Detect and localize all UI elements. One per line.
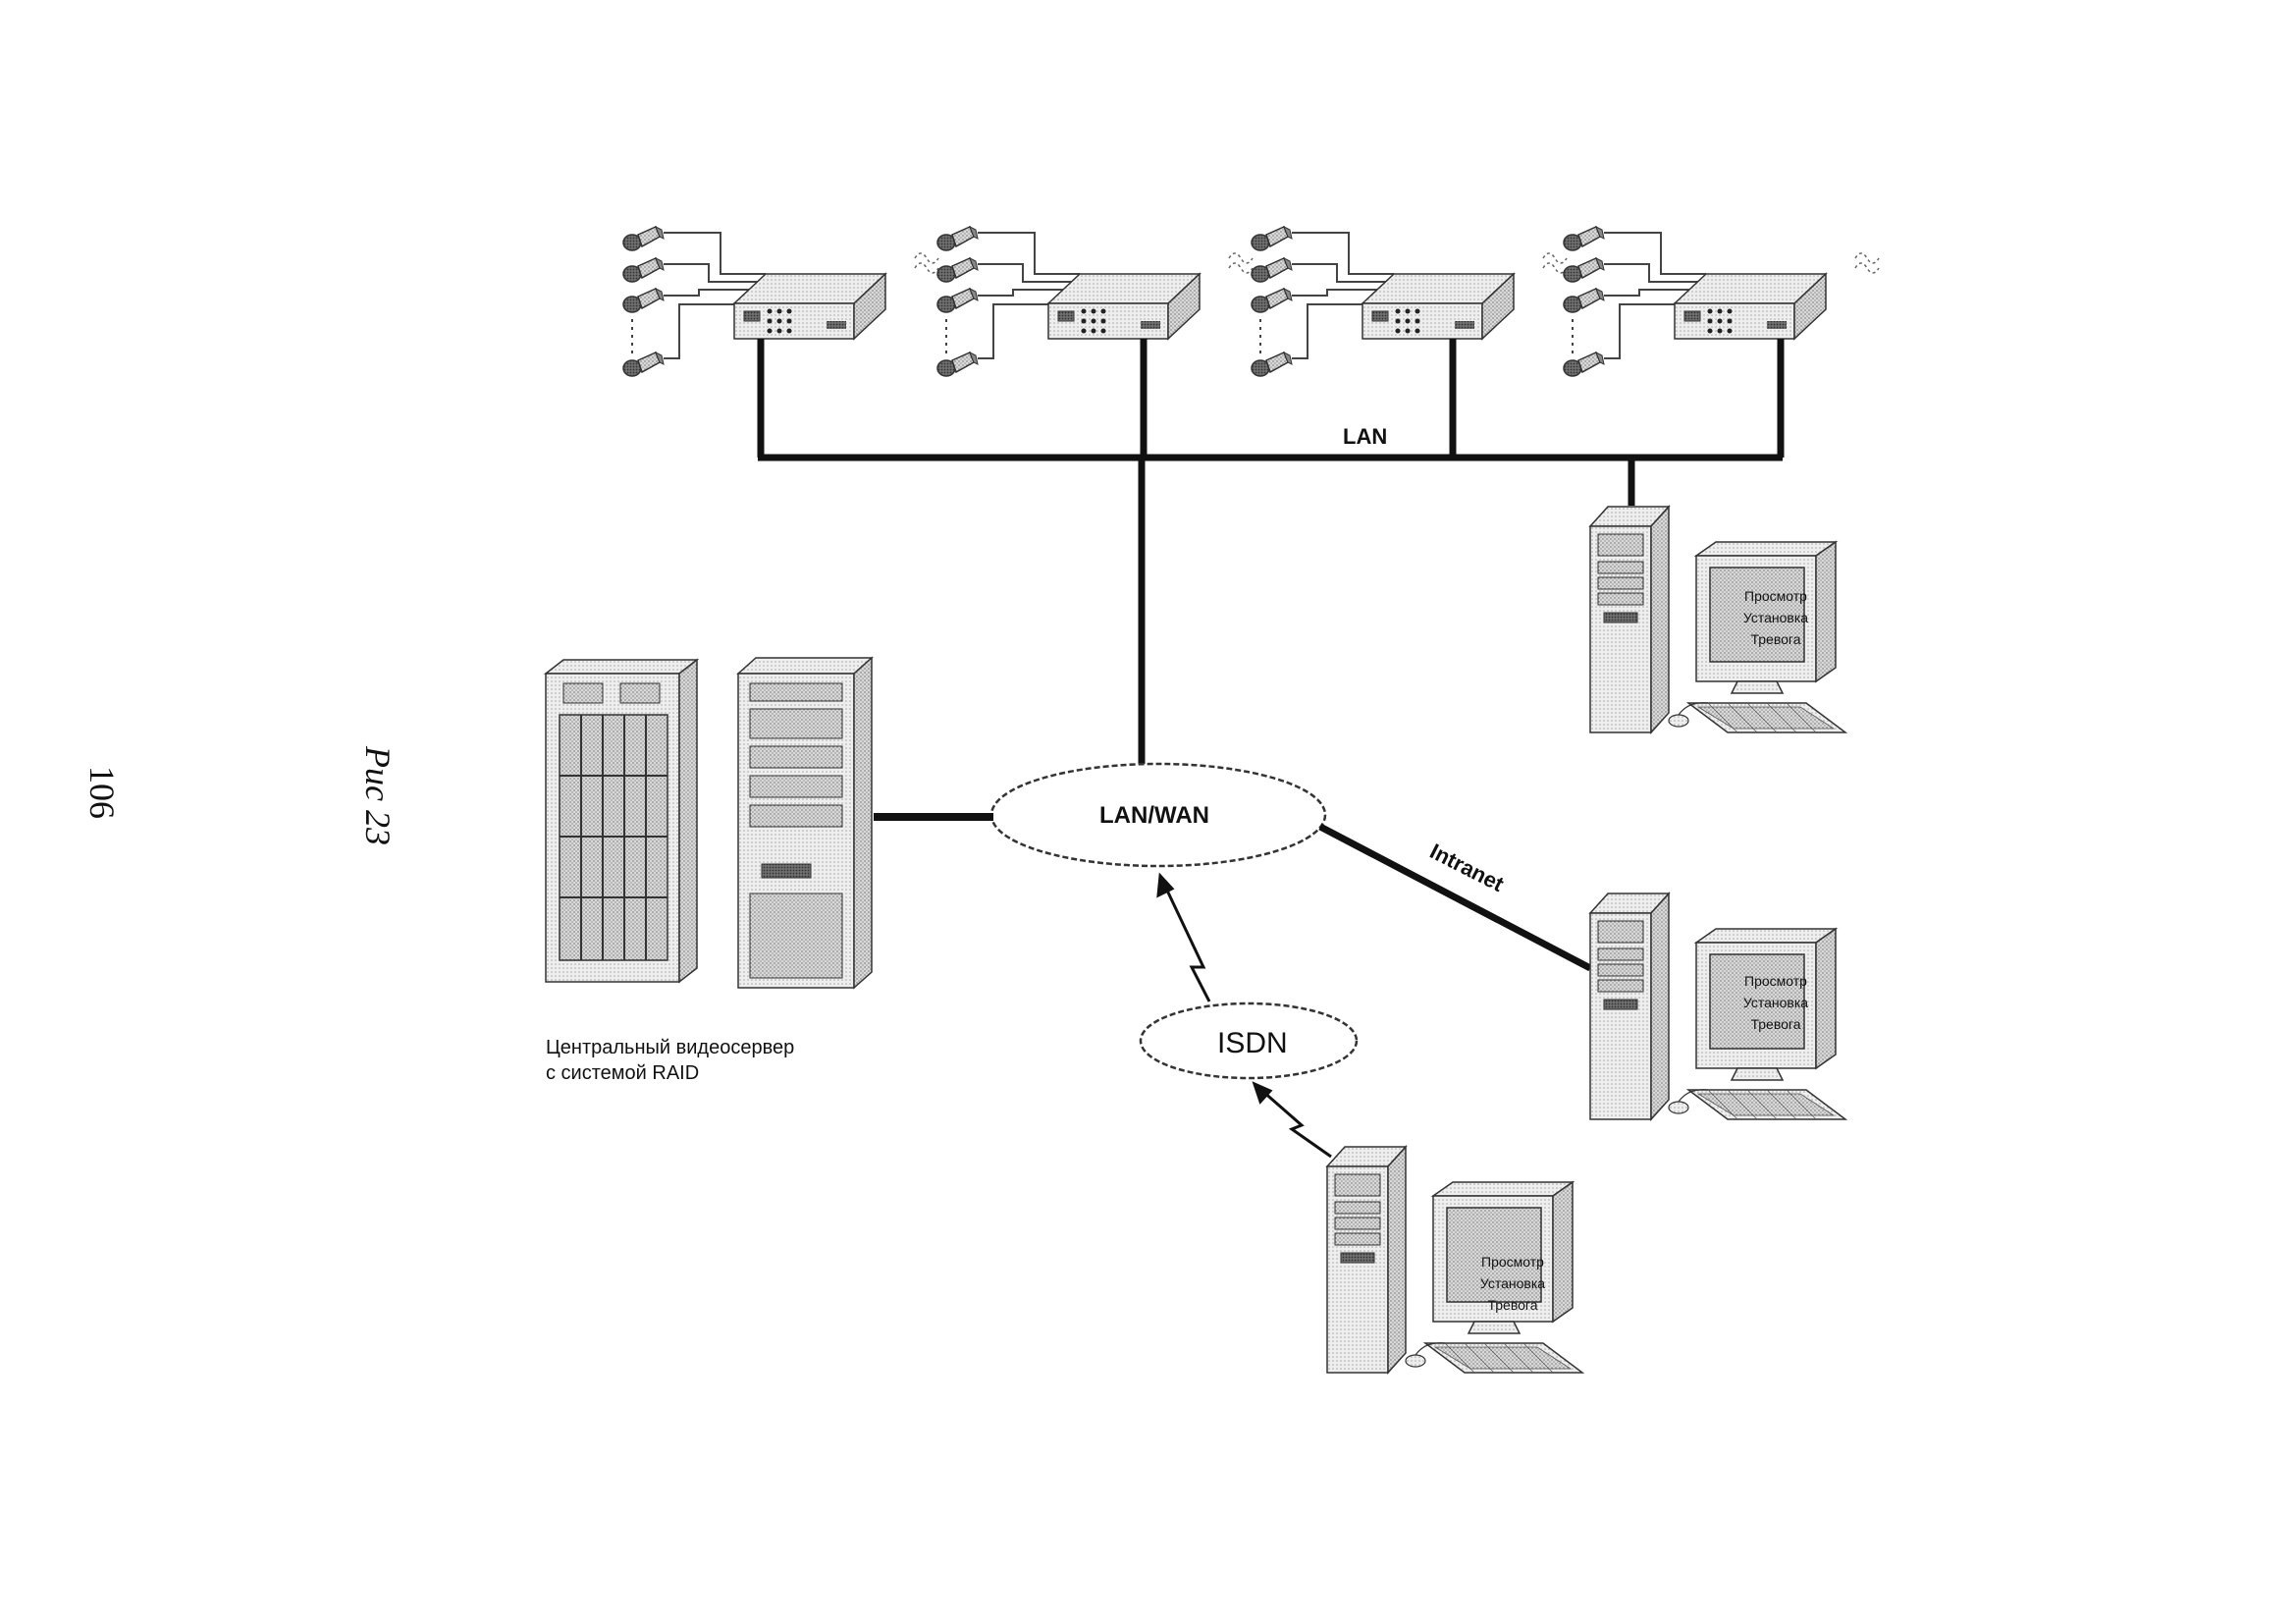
- recorder-group-2: [937, 227, 1253, 376]
- lan-bus: [757, 339, 1785, 764]
- server-caption-line2: с системой RAID: [546, 1062, 699, 1084]
- workstation-isdn: [1326, 1146, 1583, 1374]
- lan-label: LAN: [1343, 424, 1387, 449]
- isdn-label: ISDN: [1217, 1027, 1288, 1059]
- intranet-link: [1318, 823, 1592, 972]
- figure-caption: Рис 23: [358, 745, 398, 845]
- workstation-intranet-screen: Просмотр Установка Тревога: [1743, 973, 1808, 1032]
- screen-line: Установка: [1743, 610, 1808, 625]
- raid-storage-rack: [543, 658, 700, 984]
- screen-line: Тревога: [1751, 1016, 1801, 1032]
- isdn-to-lanwan-link: [1156, 872, 1211, 1002]
- video-server-tower: [736, 656, 874, 990]
- lan-wan-label: LAN/WAN: [1099, 802, 1209, 829]
- recorder-group-1: [623, 227, 938, 376]
- screen-line: Тревога: [1488, 1297, 1538, 1313]
- workstation-to-isdn-link: [1252, 1081, 1332, 1159]
- page-number: 106: [82, 766, 122, 819]
- screen-line: Просмотр: [1744, 973, 1807, 989]
- workstation-isdn-screen: Просмотр Установка Тревога: [1480, 1254, 1545, 1313]
- screen-line: Установка: [1480, 1275, 1545, 1291]
- recorder-group-4: [1564, 227, 1879, 376]
- recorder-group-3: [1252, 227, 1567, 376]
- server-caption-line1: Центральный видеосервер: [546, 1037, 794, 1058]
- screen-line: Просмотр: [1481, 1254, 1544, 1270]
- screen-line: Просмотр: [1744, 588, 1807, 604]
- isdn-ellipse: [1139, 1001, 1359, 1080]
- screen-line: Установка: [1743, 995, 1808, 1010]
- screen-line: Тревога: [1751, 631, 1801, 647]
- workstation-lan-screen: Просмотр Установка Тревога: [1743, 588, 1808, 647]
